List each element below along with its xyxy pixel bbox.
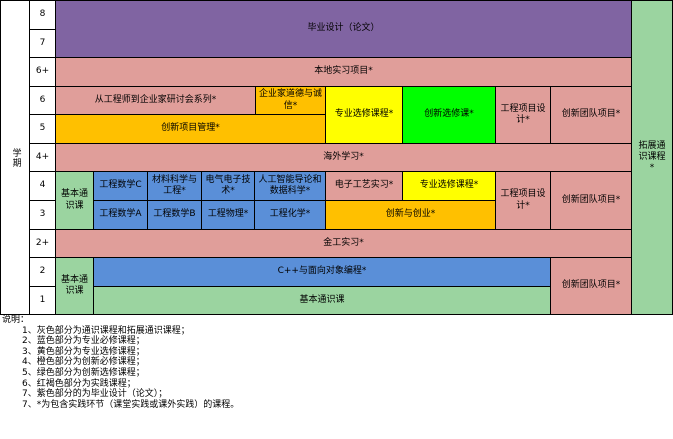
semester-6plus: 6+: [29, 57, 56, 87]
innovation-project-management: 创新项目管理*: [55, 114, 326, 144]
electrical-electronic-tech: 电气电子技术*: [201, 171, 255, 201]
overseas-study: 海外学习*: [55, 143, 632, 172]
semester-5: 5: [29, 114, 56, 144]
general-education-sem1: 基本通识课: [93, 286, 551, 315]
engineer-to-entrepreneur-seminar: 从工程师到企业家研讨会系列*: [55, 86, 256, 115]
semester-8: 8: [29, 0, 56, 30]
engineering-project-design-sem34: 工程项目设计*: [495, 171, 551, 230]
engineering-math-c: 工程数学C: [93, 171, 148, 201]
ai-and-data-science: 人工智能导论和数据科学*: [254, 171, 326, 201]
metalwork-internship: 金工实习*: [55, 229, 632, 258]
semester-4plus: 4+: [29, 143, 56, 172]
legend-notes: 说明： 1、灰色部分为通识课程和拓展通识课程； 2、蓝色部分为专业必修课程； 3…: [0, 315, 673, 439]
semester-2plus: 2+: [29, 229, 56, 258]
semester-6: 6: [29, 86, 56, 115]
innovation-elective-sem56: 创新选修课*: [402, 86, 496, 144]
general-education-sem34: 基本通识课: [55, 171, 94, 230]
semester-1: 1: [29, 286, 56, 315]
semester-4: 4: [29, 171, 56, 201]
note-line-8: 7、*为包含实践环节（课堂实践或课外实践）的课程。: [22, 399, 240, 410]
engineering-chemistry: 工程化学*: [254, 200, 326, 230]
cpp-oop-programming: C++与面向对象编程*: [93, 257, 551, 287]
materials-science: 材料科学与工程*: [147, 171, 202, 201]
engineering-project-design-sem56: 工程项目设计*: [495, 86, 551, 144]
semester-3: 3: [29, 200, 56, 230]
innovation-and-entrepreneurship: 创新与创业*: [325, 200, 496, 230]
semester-axis-label: 学期: [0, 0, 30, 315]
semester-7: 7: [29, 29, 56, 58]
note-line-5: 5、绿色部分为创新选修课程；: [22, 367, 145, 378]
semester-2: 2: [29, 257, 56, 287]
electronic-process-practice: 电子工艺实习*: [325, 171, 403, 201]
graduation-design: 毕业设计（论文）: [55, 0, 632, 58]
innovation-team-project-sem34: 创新团队项目*: [550, 171, 632, 230]
local-internship: 本地实习项目*: [55, 57, 632, 87]
innovation-team-project-sem12: 创新团队项目*: [550, 257, 632, 315]
major-elective-sem34: 专业选修课程*: [402, 171, 496, 201]
entrepreneur-ethics: 企业家道德与诚信*: [255, 86, 326, 115]
note-line-2: 2、蓝色部分为专业必修课程；: [22, 336, 145, 347]
notes-title: 说明：: [2, 315, 30, 325]
note-line-7: 7、紫色部分的为毕业设计（论文）；: [22, 389, 168, 400]
note-line-4: 4、橙色部分为创新必修课程；: [22, 357, 145, 368]
innovation-team-project-sem56: 创新团队项目*: [550, 86, 632, 144]
major-elective-sem56: 专业选修课程*: [325, 86, 403, 144]
note-line-1: 1、灰色部分为通识课程和拓展通识课程；: [22, 325, 190, 336]
note-line-6: 6、红褐色部分为实践课程；: [22, 378, 136, 389]
engineering-math-a: 工程数学A: [93, 200, 148, 230]
engineering-math-b: 工程数学B: [147, 200, 202, 230]
extended-general-education: 拓展通识课程*: [631, 0, 673, 315]
note-line-3: 3、黄色部分为专业选修课程；: [22, 346, 145, 357]
engineering-physics: 工程物理*: [201, 200, 255, 230]
general-education-sem12: 基本通识课: [55, 257, 94, 315]
